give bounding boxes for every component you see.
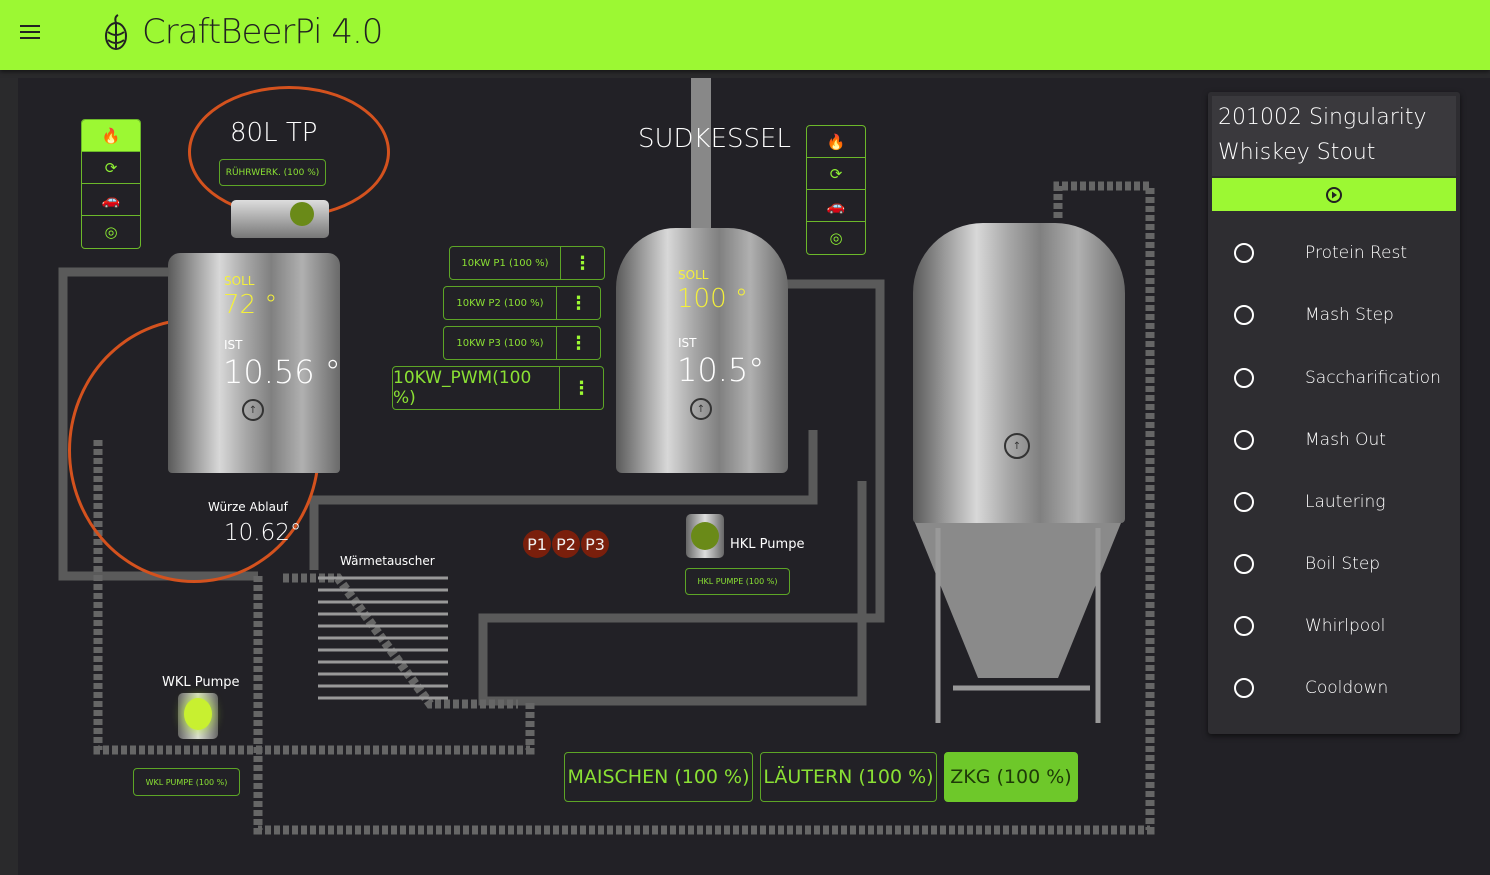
wkl-pump-indicator xyxy=(184,698,212,730)
laeutern-button[interactable]: LÄUTERN (100 %) xyxy=(760,752,937,802)
kettle1-toolbar: 🔥 ⟳ 🚗 ◎ xyxy=(81,119,141,249)
wkl-pump-button[interactable]: WKL PUMPE (100 %) xyxy=(133,768,240,796)
agitator-motor xyxy=(231,200,329,238)
play-circle-icon xyxy=(1326,186,1342,203)
kettle2-ist-label: IST xyxy=(678,336,697,350)
zkg-button[interactable]: ZKG (100 %) xyxy=(944,752,1078,802)
flame-icon[interactable]: 🔥 xyxy=(807,126,865,158)
step-label: Boil Step xyxy=(1305,554,1381,574)
actor-label: 10KW P1 (100 %) xyxy=(461,257,549,269)
actor-label: 10KW P3 (100 %) xyxy=(456,337,544,349)
step-label: Saccharification xyxy=(1305,368,1441,388)
recipe-line2: Whiskey Stout xyxy=(1218,140,1376,165)
more-vert-icon[interactable]: ⋮ xyxy=(559,367,603,409)
brewery-dashboard: 🔥 ⟳ 🚗 ◎ 80L TP RÜHRWERK. (100 %) SOLL 72… xyxy=(18,78,1490,875)
kettle2-vessel xyxy=(616,228,788,473)
actor-10kw-p1[interactable]: 10KW P1 (100 %) ⋮ xyxy=(449,246,605,280)
radio-icon xyxy=(1234,678,1254,698)
actor-10kw-pwm[interactable]: 10KW_PWM(100 %) ⋮ xyxy=(392,366,604,410)
kettle1-soll-label: SOLL xyxy=(224,274,255,288)
agitator-status-indicator xyxy=(290,202,314,226)
step-label: Mash Step xyxy=(1305,305,1394,325)
radio-icon xyxy=(1234,243,1254,263)
recipe-line1: 201002 Singularity xyxy=(1218,105,1427,130)
step-item[interactable]: Mash Step xyxy=(1208,295,1460,335)
actor-10kw-p2[interactable]: 10KW P2 (100 %) ⋮ xyxy=(443,286,601,320)
hkl-pump-indicator xyxy=(691,522,719,550)
kettle1-vessel xyxy=(168,253,340,473)
kettle2-soll-value: 100 ° xyxy=(677,284,748,314)
agitator-button[interactable]: RÜHRWERK. (100 %) xyxy=(219,159,326,186)
step-item[interactable]: Mash Out xyxy=(1208,420,1460,460)
wkl-pump-label: WKL Pumpe xyxy=(162,675,240,690)
hkl-pump-button[interactable]: HKL PUMPE (100 %) xyxy=(685,568,790,595)
app-header: CraftBeerPi 4.0 xyxy=(0,0,1490,70)
start-button[interactable] xyxy=(1212,178,1456,211)
step-label: Lautering xyxy=(1305,492,1386,512)
hkl-pump-label: HKL Pumpe xyxy=(730,537,805,552)
kettle2-soll-label: SOLL xyxy=(678,268,709,282)
car-icon[interactable]: 🚗 xyxy=(807,190,865,222)
kettle1-ist-label: IST xyxy=(224,338,243,352)
highlight-circle xyxy=(188,86,390,218)
step-item[interactable]: Saccharification xyxy=(1208,358,1460,398)
more-vert-icon[interactable]: ⋮ xyxy=(556,327,600,359)
clock-icon[interactable]: ↑ xyxy=(1004,433,1030,459)
sensor-label: Würze Ablauf xyxy=(208,500,288,514)
pipe-diagram xyxy=(58,78,1155,835)
hamburger-icon[interactable] xyxy=(20,25,40,41)
heater-p1-badge: P1 xyxy=(523,530,551,558)
maischen-button[interactable]: MAISCHEN (100 %) xyxy=(564,752,753,802)
sync-icon[interactable]: ⟳ xyxy=(82,152,140,184)
clock-icon[interactable]: ↑ xyxy=(242,399,264,421)
fermenter-vessel xyxy=(913,223,1125,523)
kettle1-ist-value: 10.56 ° xyxy=(223,353,341,391)
kettle2-toolbar: 🔥 ⟳ 🚗 ◎ xyxy=(806,125,866,255)
actor-10kw-p3[interactable]: 10KW P3 (100 %) ⋮ xyxy=(443,326,601,360)
step-label: Cooldown xyxy=(1305,678,1389,698)
heater-p3-badge: P3 xyxy=(581,530,609,558)
more-vert-icon[interactable]: ⋮ xyxy=(556,287,600,319)
kettle1-soll-value: 72 ° xyxy=(223,290,278,320)
step-item[interactable]: Boil Step xyxy=(1208,544,1460,584)
radio-icon xyxy=(1234,305,1254,325)
step-item[interactable]: Whirlpool xyxy=(1208,606,1460,646)
kettle2-ist-value: 10.5° xyxy=(677,351,765,389)
heat-exchanger-label: Wärmetauscher xyxy=(340,554,435,568)
app-title: CraftBeerPi 4.0 xyxy=(142,12,383,52)
step-item[interactable]: Protein Rest xyxy=(1208,233,1460,273)
kettle2-name: SUDKESSEL xyxy=(638,124,791,154)
step-label: Whirlpool xyxy=(1305,616,1386,636)
target-icon[interactable]: ◎ xyxy=(829,229,843,247)
car-icon[interactable]: 🚗 xyxy=(82,184,140,216)
more-vert-icon[interactable]: ⋮ xyxy=(560,247,604,279)
kettle1-name: 80L TP xyxy=(230,118,318,148)
step-label: Mash Out xyxy=(1305,430,1386,450)
radio-icon xyxy=(1234,492,1254,512)
radio-icon xyxy=(1234,554,1254,574)
hop-icon xyxy=(105,14,127,50)
heater-p2-badge: P2 xyxy=(552,530,580,558)
sensor-value: 10.62° xyxy=(224,520,302,546)
radio-icon xyxy=(1234,368,1254,388)
actor-label: 10KW P2 (100 %) xyxy=(456,297,544,309)
clock-icon[interactable]: ↑ xyxy=(690,398,712,420)
step-item[interactable]: Lautering xyxy=(1208,482,1460,522)
step-item[interactable]: Cooldown xyxy=(1208,668,1460,708)
step-label: Protein Rest xyxy=(1305,243,1408,263)
radio-icon xyxy=(1234,616,1254,636)
flame-icon[interactable]: 🔥 xyxy=(82,120,140,152)
radio-icon xyxy=(1234,430,1254,450)
actor-label: 10KW_PWM(100 %) xyxy=(393,368,532,408)
target-icon[interactable]: ◎ xyxy=(104,223,118,241)
sync-icon[interactable]: ⟳ xyxy=(807,158,865,190)
